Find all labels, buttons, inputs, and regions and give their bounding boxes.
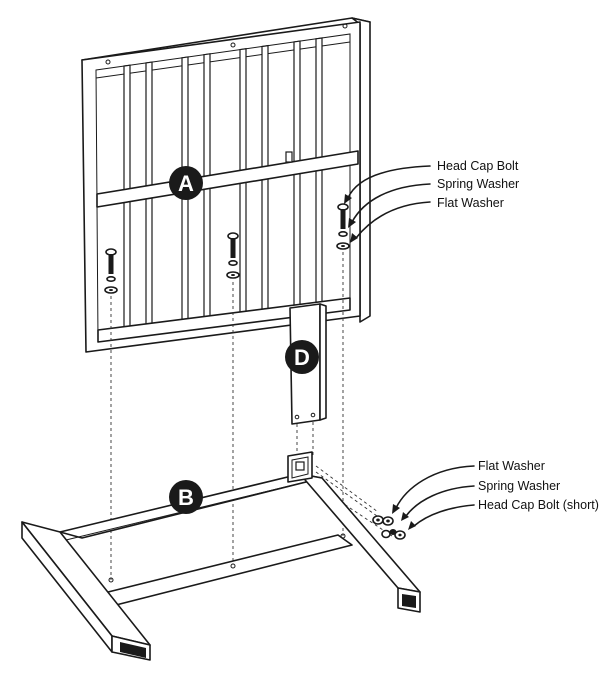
bolt-right bbox=[336, 203, 350, 250]
callout-base-head-cap-bolt-short: Head Cap Bolt (short) bbox=[478, 498, 599, 512]
callout-flat-washer: Flat Washer bbox=[437, 196, 504, 210]
base-hardware-callouts: Flat Washer Spring Washer Head Cap Bolt … bbox=[478, 459, 599, 512]
callout-head-cap-bolt: Head Cap Bolt bbox=[437, 159, 519, 173]
base-hardware bbox=[372, 515, 406, 540]
badge-d: D bbox=[285, 340, 319, 374]
frame-slat bbox=[239, 48, 247, 323]
frame-slat bbox=[261, 44, 269, 320]
callout-arrows bbox=[344, 165, 475, 530]
frame-slat bbox=[315, 37, 323, 313]
badge-a-label: A bbox=[178, 171, 194, 196]
badge-d-label: D bbox=[294, 345, 310, 370]
alignment-lines bbox=[110, 252, 393, 580]
frame-slat bbox=[293, 40, 301, 316]
bolt-middle bbox=[226, 232, 240, 279]
callout-spring-washer: Spring Washer bbox=[437, 177, 519, 191]
badge-b: B bbox=[169, 480, 203, 514]
frame-slat bbox=[203, 53, 211, 328]
badge-a: A bbox=[169, 166, 203, 200]
bolt-left bbox=[104, 248, 118, 294]
frame-hardware-callouts: Head Cap Bolt Spring Washer Flat Washer bbox=[437, 159, 519, 210]
panel-frame-a bbox=[81, 17, 371, 353]
callout-base-flat-washer: Flat Washer bbox=[478, 459, 545, 473]
callout-base-spring-washer: Spring Washer bbox=[478, 479, 560, 493]
frame-bolts bbox=[104, 203, 350, 294]
badge-b-label: B bbox=[178, 485, 194, 510]
base-b bbox=[21, 451, 421, 661]
